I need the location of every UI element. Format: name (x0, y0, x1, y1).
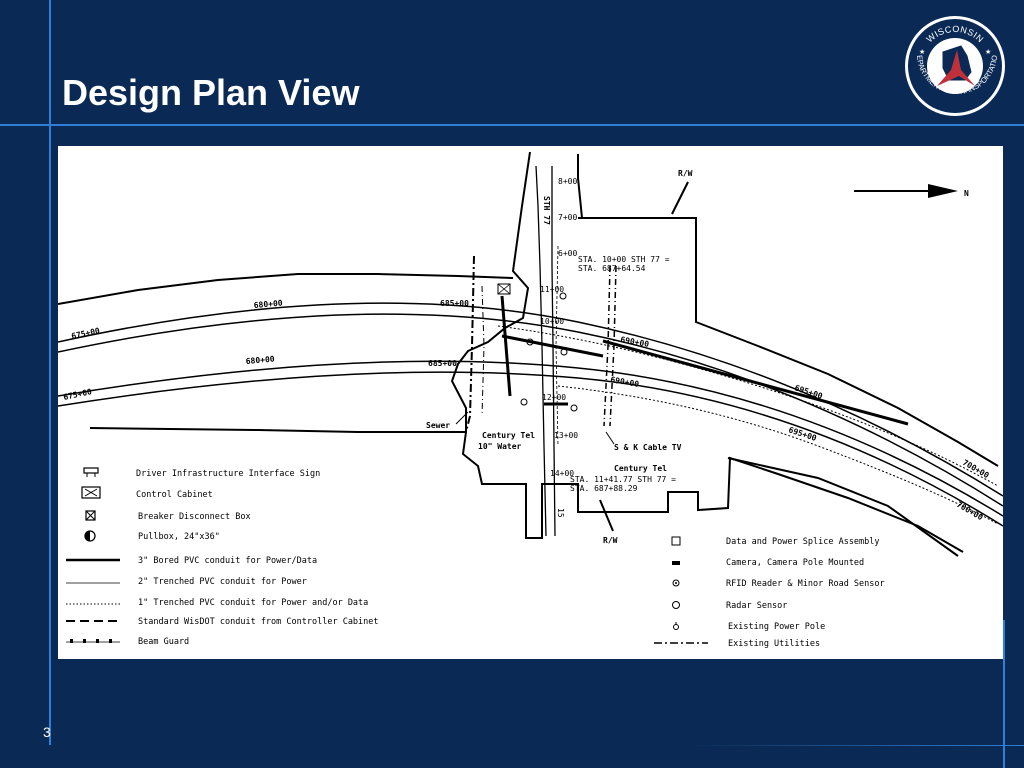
legend-right: Data and Power Splice Assembly Camera, C… (654, 536, 885, 649)
design-plan-drawing: N (58, 146, 1003, 659)
sth-station-3: 11+00 (540, 285, 564, 294)
legend-right-2: RFID Reader & Minor Road Sensor (726, 579, 885, 589)
station-lower-1: 680+00 (245, 354, 275, 366)
slide-title: Design Plan View (62, 72, 360, 113)
legend-right-5: Existing Utilities (728, 639, 820, 649)
station-lower-0: 675+00 (63, 387, 93, 402)
row-label-top: R/W (678, 169, 693, 178)
station-lower-5: 700+00 (955, 500, 985, 522)
legend-left-0: Driver Infrastructure Interface Sign (136, 469, 320, 479)
utility-water: 10" Water (478, 442, 522, 451)
sth-station-1: 7+00 (558, 213, 577, 222)
station-upper-2: 685+00 (440, 299, 469, 308)
legend-left-4: 3" Bored PVC conduit for Power/Data (138, 556, 317, 566)
legend-right-4: Existing Power Pole (728, 622, 825, 632)
sta-bottom-1: STA. 11+41.77 STH 77 = (570, 475, 676, 484)
sth-station-0: 8+00 (558, 177, 577, 186)
legend-left-2: Breaker Disconnect Box (138, 512, 251, 522)
right-accent-line (1003, 620, 1005, 768)
beam-guard-line (66, 639, 120, 643)
legend-right-0: Data and Power Splice Assembly (726, 537, 880, 547)
power-pole-icon (673, 622, 679, 630)
station-upper-0: 675+00 (71, 326, 101, 341)
station-lower-2: 685+00 (428, 359, 457, 368)
legend-left-8: Beam Guard (138, 637, 189, 647)
slide-number: 3 (43, 724, 51, 740)
legend-left-6: 1" Trenched PVC conduit for Power and/or… (138, 598, 368, 608)
svg-text:★: ★ (919, 48, 925, 56)
left-accent-line (49, 0, 51, 745)
sth-station-5: 12+00 (542, 393, 566, 402)
control-cabinet-marker (497, 283, 511, 295)
legend-left-7: Standard WisDOT conduit from Controller … (138, 617, 379, 627)
row-label-bottom: R/W (603, 536, 618, 545)
sth-station-2: 6+00 (558, 249, 577, 258)
sth-station-7: 14+00 (550, 469, 574, 478)
sta-top-2: STA. 687+64.54 (578, 264, 646, 273)
legend-left-3: Pullbox, 24"x36" (138, 532, 220, 542)
legend-left-5: 2" Trenched PVC conduit for Power (138, 577, 307, 587)
wisconsin-state-icon (937, 50, 975, 86)
title-divider-line (0, 124, 1024, 126)
sta-top-1: STA. 10+00 STH 77 = (578, 255, 670, 264)
north-arrow-icon (854, 184, 958, 198)
station-upper-5: 700+00 (961, 458, 991, 480)
breaker-box-icon (85, 510, 96, 521)
radar-sensor-icon (672, 601, 680, 609)
splice-assembly-icon (671, 536, 681, 546)
legend-right-3: Radar Sensor (726, 601, 787, 611)
rfid-sensor-icon (672, 579, 680, 587)
sth-station-4: 10+00 (540, 317, 564, 326)
wisdot-logo: WISCONSIN DEPARTMENT OF TRANSPORTATION ★… (900, 7, 1007, 118)
utility-cable-tv: S & K Cable TV (614, 443, 682, 452)
svg-text:★: ★ (985, 48, 991, 56)
camera-icon (672, 561, 680, 565)
driver-sign-icon (83, 467, 99, 477)
station-lower-3: 690+00 (610, 375, 640, 389)
pullbox-icon (84, 530, 96, 542)
legend-left: Driver Infrastructure Interface Sign Con… (66, 467, 379, 647)
utility-century-tel-2: Century Tel (614, 464, 667, 473)
control-cabinet-icon (81, 486, 101, 499)
sta-bottom-2: STA. 687+88.29 (570, 484, 638, 493)
sth-station-6: 13+00 (554, 431, 578, 440)
utility-sewer: Sewer (426, 421, 450, 430)
bored-conduit-segment (500, 295, 512, 397)
legend-right-1: Camera, Camera Pole Mounted (726, 558, 864, 568)
bottom-accent-line (690, 745, 1024, 746)
station-upper-1: 680+00 (253, 298, 283, 310)
sth-station-8: 15 (556, 508, 565, 518)
highway-label: STH 77 (542, 196, 551, 225)
legend-left-1: Control Cabinet (136, 490, 213, 500)
utility-century-tel: Century Tel (482, 431, 535, 440)
north-label: N (964, 189, 969, 198)
